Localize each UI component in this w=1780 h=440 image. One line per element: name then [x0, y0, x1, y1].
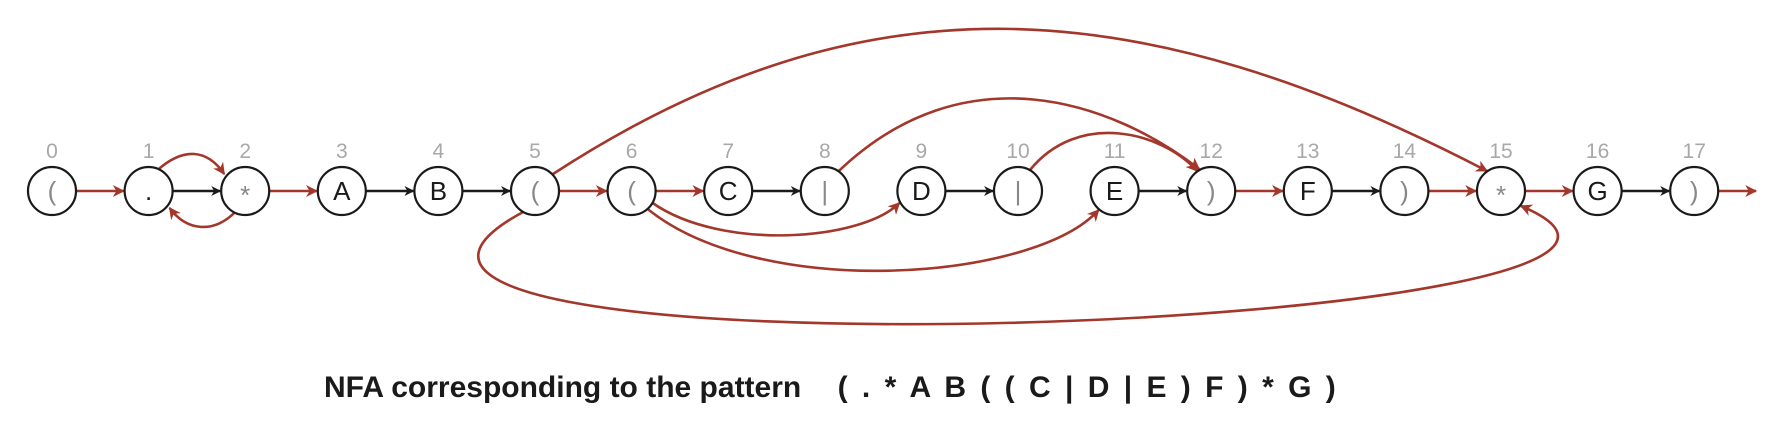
state-symbol: *	[1496, 180, 1506, 210]
state-circle	[1186, 165, 1237, 217]
transition-6-to-11-epsilon	[646, 207, 1100, 273]
state-6: 6(	[606, 140, 657, 217]
state-index-label: 10	[1006, 140, 1029, 163]
state-index-label: 9	[916, 140, 928, 163]
transition-layer	[76, 27, 1758, 326]
state-circle	[123, 165, 174, 217]
state-12: 12)	[1186, 140, 1237, 217]
state-index-label: 1	[143, 140, 155, 163]
state-2: 2*	[220, 140, 271, 217]
state-index-label: 14	[1393, 140, 1417, 163]
state-15: 15 *	[1475, 140, 1527, 217]
state-circle	[220, 165, 271, 217]
state-index-label: 5	[529, 140, 541, 163]
state-0: 0(	[26, 140, 78, 217]
transition-6-to-9-epsilon	[651, 201, 901, 237]
state-index-label: 2	[239, 140, 251, 163]
state-index-label: 4	[433, 140, 445, 163]
state-index-label: 3	[336, 140, 348, 163]
state-index-label: 16	[1586, 140, 1609, 163]
state-symbol: .	[145, 176, 152, 206]
transition-1-to-2-epsilon	[156, 152, 226, 175]
state-5: 5(	[509, 140, 561, 217]
state-index-label: 7	[722, 140, 734, 163]
state-circle	[413, 165, 464, 217]
state-circle	[1572, 165, 1623, 217]
state-13: 13F	[1282, 140, 1333, 217]
transition-2-to-1-epsilon	[168, 207, 237, 229]
state-symbol: C	[719, 176, 738, 206]
state-symbol: A	[333, 176, 351, 206]
state-symbol: |	[821, 176, 828, 206]
state-index-label: 15	[1489, 140, 1512, 163]
caption-text: NFA corresponding to the pattern	[324, 371, 801, 404]
state-9: 9D	[896, 140, 947, 217]
state-symbol: B	[430, 176, 447, 206]
state-index-label: 0	[46, 140, 58, 163]
transition-8-to-12-epsilon	[837, 97, 1201, 172]
state-16: 16G	[1572, 140, 1623, 217]
state-layer: 0(1.2*3A4B5(6(7C8|9D10|11E12)13F14)15*16…	[26, 140, 1720, 217]
state-circle	[1282, 165, 1333, 217]
state-4: 4B	[413, 140, 464, 217]
state-7: 7C	[703, 140, 754, 217]
state-index-label: 12	[1200, 140, 1223, 163]
transition-5-to-15-epsilon	[552, 27, 1489, 176]
state-symbol: G	[1587, 176, 1607, 206]
state-index-label: 17	[1683, 140, 1706, 163]
state-circle	[1475, 165, 1527, 217]
state-symbol: F	[1300, 176, 1316, 206]
state-circle	[316, 165, 367, 217]
state-index-label: 11	[1104, 140, 1126, 163]
state-index-label: 6	[626, 140, 638, 163]
state-11: 11E	[1089, 140, 1140, 217]
state-circle	[703, 165, 754, 217]
state-circle	[992, 165, 1044, 217]
state-circle	[799, 165, 850, 217]
state-index-label: 13	[1296, 140, 1319, 163]
state-symbol: |	[1015, 176, 1022, 206]
transition-15-to-5-epsilon	[477, 204, 1560, 326]
state-symbol: E	[1106, 176, 1123, 206]
caption-pattern: ( . * A B ( ( C | D | E ) F ) * G )	[838, 371, 1339, 404]
transition-10-to-12-epsilon	[1028, 131, 1199, 172]
state-3: 3A	[316, 140, 367, 217]
state-17: 17)	[1669, 140, 1720, 217]
state-symbol: )	[1400, 176, 1409, 206]
state-circle	[606, 165, 657, 217]
state-circle	[26, 165, 78, 217]
state-circle	[1379, 165, 1430, 217]
diagram-caption: NFA corresponding to the pattern ( . * A…	[324, 371, 1339, 404]
state-symbol: D	[912, 176, 931, 206]
state-symbol: (	[531, 176, 540, 206]
state-10: 10 |	[992, 140, 1044, 217]
state-symbol: (	[627, 176, 636, 206]
state-14: 14)	[1379, 140, 1430, 217]
state-symbol: )	[1690, 176, 1699, 206]
state-symbol: (	[48, 176, 57, 206]
state-circle	[509, 165, 561, 217]
state-circle	[1669, 165, 1720, 217]
state-circle	[896, 165, 947, 217]
state-symbol: *	[240, 180, 250, 210]
state-symbol: )	[1207, 176, 1216, 206]
state-index-label: 8	[819, 140, 831, 163]
state-1: 1.	[123, 140, 174, 217]
state-8: 8|	[799, 140, 850, 217]
state-circle	[1089, 165, 1140, 217]
